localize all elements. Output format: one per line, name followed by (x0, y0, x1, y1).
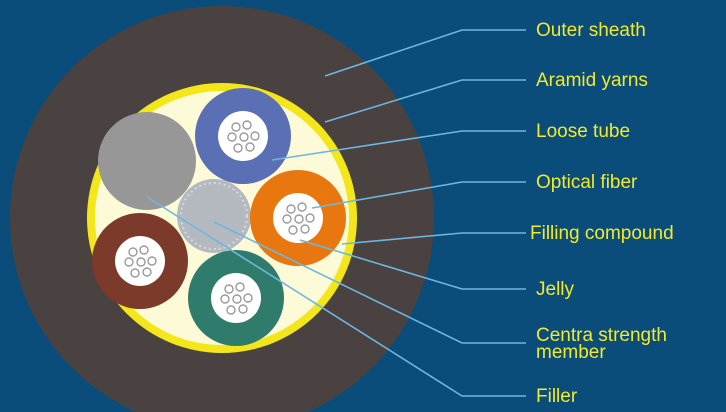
leader-aramid-yarns (324, 79, 526, 123)
optical-fibers (124, 120, 315, 315)
leader-filling-compound (341, 232, 526, 245)
filler (98, 112, 196, 210)
leader-loose-tube (271, 130, 526, 161)
label-central-strength-member-line1: Centra strength (536, 325, 667, 346)
central-strength-member-texture (180, 182, 248, 250)
leader-optical-fiber (311, 181, 526, 209)
label-filling-compound: Filling compound (530, 223, 674, 244)
leader-central-strength-member (213, 221, 526, 344)
leader-filler (146, 196, 526, 397)
loose-tube-blue (195, 88, 291, 184)
label-central-strength-member-line2: member (536, 342, 606, 363)
label-jelly: Jelly (536, 279, 575, 300)
label-optical-fiber: Optical fiber (536, 172, 638, 193)
loose-tube-orange (250, 170, 346, 266)
label-aramid-yarns: Aramid yarns (536, 70, 648, 91)
leader-jelly (299, 239, 526, 290)
central-strength-member (177, 179, 251, 253)
label-outer-sheath: Outer sheath (536, 20, 646, 41)
label-filler: Filler (536, 386, 578, 407)
loose-tube-brown (92, 213, 188, 309)
loose-tube-green (188, 250, 284, 346)
label-loose-tube: Loose tube (536, 121, 631, 142)
leader-outer-sheath (324, 29, 526, 77)
